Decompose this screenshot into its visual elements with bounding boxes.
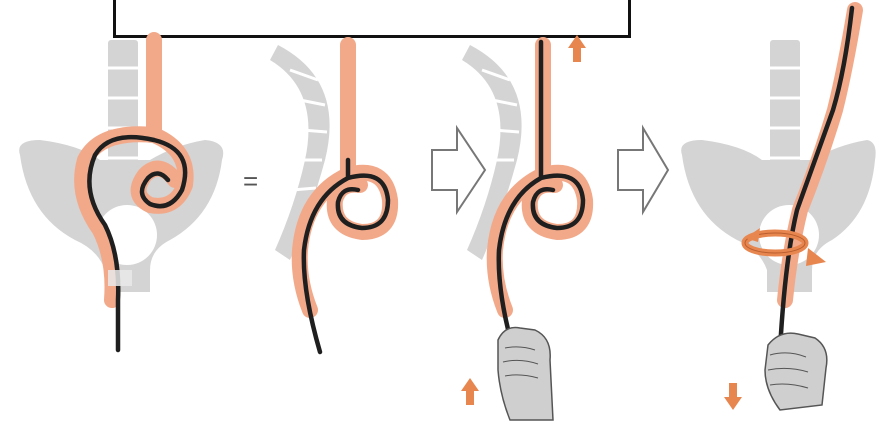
- up-arrow-icon: [461, 378, 479, 405]
- hand: [498, 328, 553, 421]
- hand: [765, 333, 827, 410]
- panel-alpha-loop-pelvis: [19, 40, 223, 350]
- spine: [108, 40, 138, 180]
- panel-alpha-loop-lateral: [270, 45, 390, 352]
- panel-reduced-rotation: [681, 8, 875, 410]
- spine: [770, 40, 800, 180]
- hollow-right-arrow-icon: [432, 128, 485, 212]
- up-arrow-icon: [568, 35, 586, 62]
- down-arrow-icon: [724, 383, 742, 410]
- equals-sign: =: [243, 166, 258, 196]
- hollow-right-arrow-icon: [618, 128, 668, 212]
- panel-withdraw: [461, 35, 586, 420]
